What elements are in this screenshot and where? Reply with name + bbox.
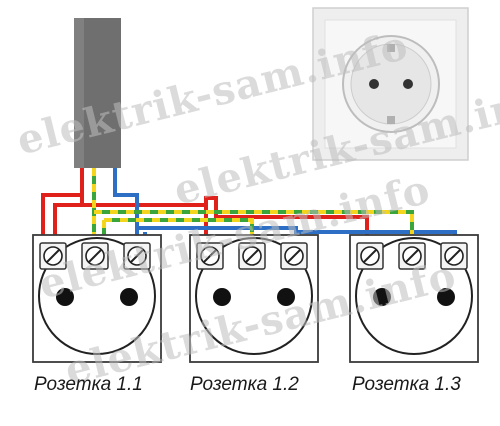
outlet-1 — [32, 234, 162, 363]
phase-wire — [204, 196, 369, 260]
screw-terminal-icon — [123, 242, 151, 270]
cable-icon — [74, 18, 121, 168]
screw-terminal-icon — [81, 242, 109, 270]
wall-socket-icon — [312, 7, 469, 161]
outlet-pin-hole — [213, 288, 231, 306]
screw-terminal-icon — [39, 242, 67, 270]
outlet-pin-hole — [56, 288, 74, 306]
screw-terminal-icon — [238, 242, 266, 270]
outlet-3 — [349, 234, 479, 363]
screw-terminal-icon — [440, 242, 468, 270]
screw-terminal-icon — [356, 242, 384, 270]
phase-wire — [41, 168, 84, 260]
outlet-pin-hole — [437, 288, 455, 306]
outlet-caption-3: Розетка 1.3 — [352, 374, 461, 395]
outlet-pin-hole — [120, 288, 138, 306]
screw-terminal-icon — [398, 242, 426, 270]
outlet-caption-1: Розетка 1.1 — [34, 374, 143, 395]
outlet-2 — [189, 234, 319, 363]
outlet-pin-hole — [373, 288, 391, 306]
screw-terminal-icon — [280, 242, 308, 270]
outlet-caption-2: Розетка 1.2 — [190, 374, 299, 395]
outlet-pin-hole — [277, 288, 295, 306]
screw-terminal-icon — [196, 242, 224, 270]
